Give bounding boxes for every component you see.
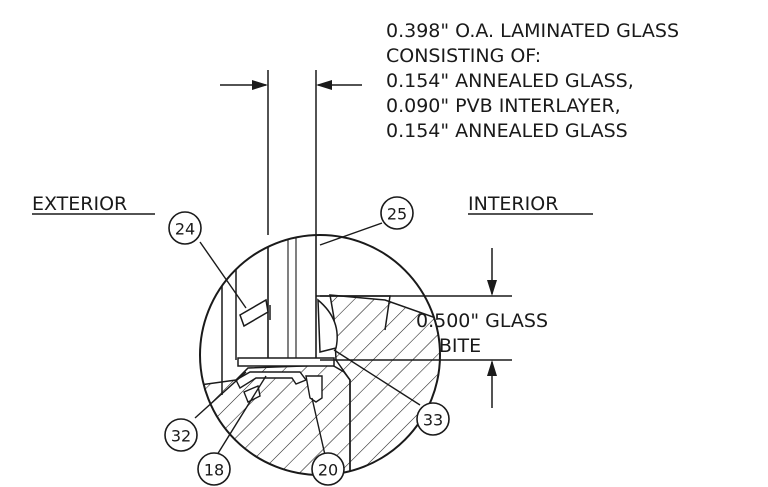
exterior-label: EXTERIOR	[32, 193, 127, 215]
exterior-glazing-gasket	[239, 298, 269, 328]
callout-32: 32	[164, 418, 198, 452]
callout-18-label: 18	[204, 461, 224, 480]
leader-18	[216, 375, 267, 456]
callout-24: 24	[168, 211, 202, 245]
callout-25: 25	[380, 196, 414, 230]
callout-leaders	[194, 222, 421, 456]
leader-20	[311, 397, 326, 456]
callout-18-circle	[197, 452, 231, 486]
bite-arrow-top-head	[487, 280, 497, 296]
arrow-head-left	[252, 80, 268, 90]
leader-24	[199, 241, 247, 309]
callout-25-circle	[380, 196, 414, 230]
glass-bite-dimension: 0.500" GLASS BITE	[320, 248, 548, 408]
callout-24-label: 24	[175, 220, 195, 239]
laminated-glass	[267, 235, 317, 361]
callout-24-circle	[168, 211, 202, 245]
callout-33-circle	[416, 402, 450, 436]
callout-20-circle	[311, 452, 345, 486]
callout-20: 20	[311, 452, 345, 486]
thickness-dimension	[220, 70, 362, 235]
retaining-clip	[305, 375, 323, 403]
interior-silicone-bead	[317, 298, 338, 353]
bite-arrow-bottom-head	[487, 360, 497, 376]
callout-33-label: 33	[423, 411, 443, 430]
spec-line-4: 0.090" PVB INTERLAYER,	[386, 95, 621, 117]
arrow-head-right	[316, 80, 332, 90]
interior-label: INTERIOR	[468, 193, 558, 215]
leader-32	[194, 371, 247, 419]
callout-25-label: 25	[387, 205, 407, 224]
glass-specification: 0.398" O.A. LAMINATED GLASS CONSISTING O…	[386, 20, 679, 142]
spec-line-5: 0.154" ANNEALED GLASS	[386, 120, 628, 142]
spec-line-1: 0.398" O.A. LAMINATED GLASS	[386, 20, 679, 42]
leader-33	[333, 349, 421, 406]
callout-32-circle	[164, 418, 198, 452]
callout-32-label: 32	[171, 427, 191, 446]
spec-line-2: CONSISTING OF:	[386, 45, 541, 67]
spec-line-3: 0.154" ANNEALED GLASS,	[386, 70, 634, 92]
callout-33: 33	[416, 402, 450, 436]
callout-18: 18	[197, 452, 231, 486]
lower-seal	[243, 385, 261, 403]
leader-25	[319, 222, 383, 246]
drainage-extrusion	[235, 371, 308, 390]
callout-20-label: 20	[318, 461, 338, 480]
setting-block	[237, 357, 335, 367]
bite-label-line-1: 0.500" GLASS	[416, 310, 548, 332]
bite-label-line-2: BITE	[439, 335, 481, 357]
